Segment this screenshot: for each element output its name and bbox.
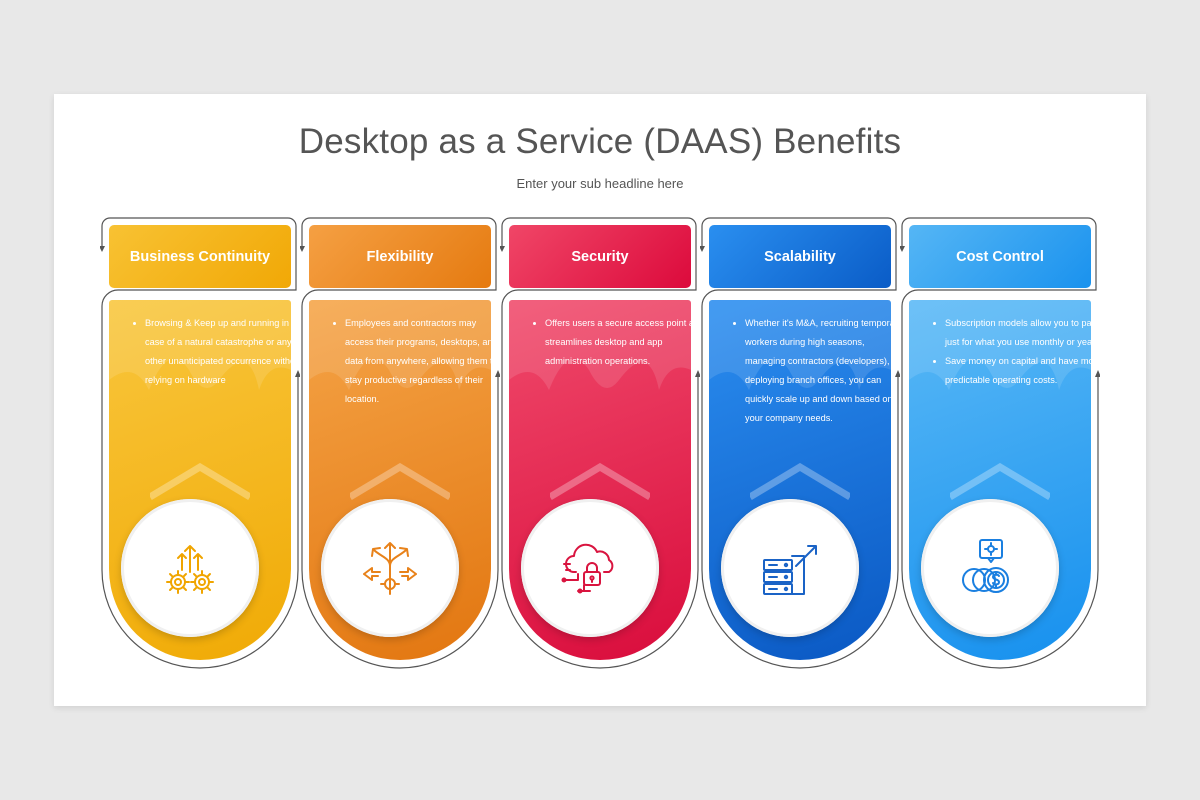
card-header: Business Continuity [109, 225, 291, 288]
chevron-up-icon [350, 463, 450, 501]
icon-circle [121, 499, 259, 637]
chevron-up-icon [150, 463, 250, 501]
benefit-card: FlexibilityEmployees and contractors may… [300, 0, 500, 800]
icon-circle [721, 499, 859, 637]
icon-circle [921, 499, 1059, 637]
icon-circle [521, 499, 659, 637]
card-bullet: Offers users a secure access point and s… [545, 314, 691, 371]
chevron-up-icon [750, 463, 850, 501]
decorative-waves [509, 300, 691, 390]
card-bullet: Save money on capital and have more pred… [945, 352, 1091, 390]
decorative-waves [109, 300, 291, 390]
slide-subtitle: Enter your sub headline here [516, 176, 684, 191]
card-bullets: Offers users a secure access point and s… [523, 314, 691, 371]
benefit-card: ScalabilityWhether it's M&A, recruiting … [700, 0, 900, 800]
card-bullets: Browsing & Keep up and running in the ca… [123, 314, 291, 390]
chevron-up-icon [950, 463, 1050, 501]
decorative-waves [909, 300, 1091, 390]
card-header: Security [509, 225, 691, 288]
card-title: Security [571, 248, 629, 265]
card-bullets: Subscription models allow you to pay jus… [923, 314, 1091, 390]
card-bullet: Whether it's M&A, recruiting temporary w… [745, 314, 891, 428]
benefit-card: SecurityOffers users a secure access poi… [500, 0, 700, 800]
card-header: Flexibility [309, 225, 491, 288]
card-title: Scalability [764, 248, 836, 265]
card-bullet: Subscription models allow you to pay jus… [945, 314, 1091, 352]
card-bullets: Employees and contractors may access the… [323, 314, 491, 409]
decorative-waves [309, 300, 491, 390]
icon-circle [321, 499, 459, 637]
benefit-card: Business ContinuityBrowsing & Keep up an… [100, 0, 300, 800]
benefit-card: Cost ControlSubscription models allow yo… [900, 0, 1100, 800]
card-bullets: Whether it's M&A, recruiting temporary w… [723, 314, 891, 428]
card-bullet: Employees and contractors may access the… [345, 314, 491, 409]
card-header: Cost Control [909, 225, 1091, 288]
card-bullet: Browsing & Keep up and running in the ca… [145, 314, 291, 390]
card-title: Business Continuity [129, 248, 271, 265]
card-title: Flexibility [366, 248, 434, 265]
chevron-up-icon [550, 463, 650, 501]
slide-title: Desktop as a Service (DAAS) Benefits [298, 122, 902, 161]
decorative-waves [709, 300, 891, 390]
card-title: Cost Control [956, 248, 1044, 265]
card-header: Scalability [709, 225, 891, 288]
